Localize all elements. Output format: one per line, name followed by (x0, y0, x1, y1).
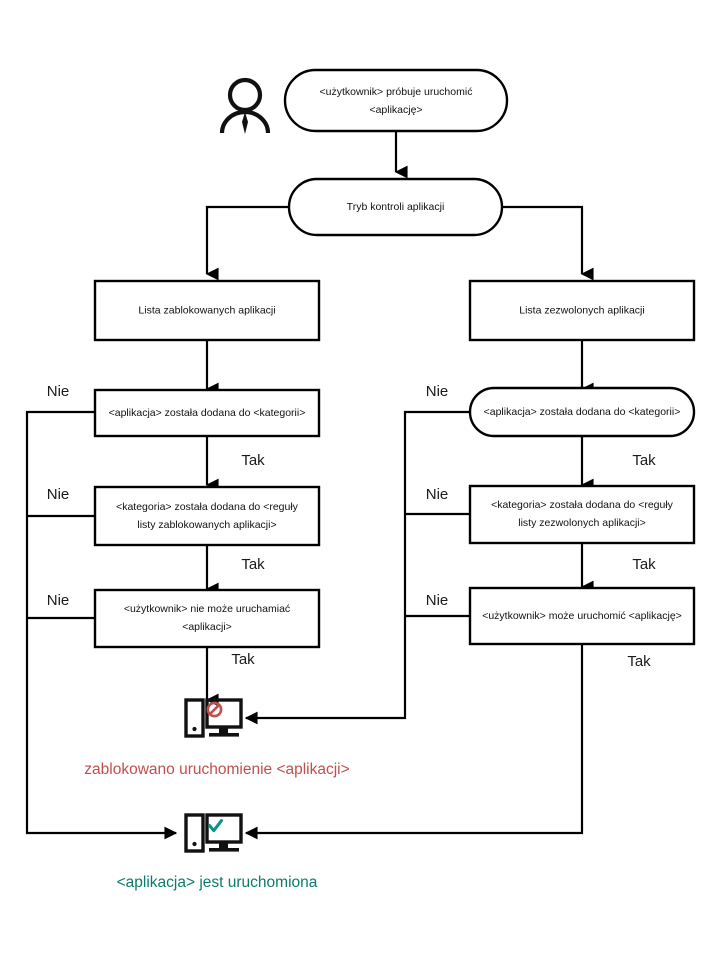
node-left-q2-line1: <kategoria> została dodana do <reguły (116, 501, 299, 513)
node-left-q2[interactable]: <kategoria> została dodana do <reguły li… (93, 485, 321, 547)
blocked-caption: zablokowano uruchomienie <aplikacji> (84, 761, 349, 778)
node-right-q1-label: <aplikacja> została dodana do <kategorii… (484, 406, 681, 418)
node-start-line1: <użytkownik> próbuje uruchomić (320, 86, 473, 98)
node-start-line2: <aplikację> (369, 104, 422, 116)
node-left-q1[interactable]: <aplikacja> została dodana do <kategorii… (93, 388, 321, 438)
node-denylist-label: Lista zablokowanych aplikacji (138, 304, 275, 316)
computer-blocked-icon (184, 698, 243, 738)
node-left-q3[interactable]: <użytkownik> nie może uruchamiać <aplika… (93, 588, 321, 649)
edge-label-right-no-2: Nie (426, 486, 449, 503)
edge-label-left-no-2: Nie (47, 486, 70, 503)
node-right-q2-line1: <kategoria> została dodana do <reguły (491, 499, 674, 511)
edge-label-left-yes-3: Tak (231, 651, 255, 668)
node-left-q3-line1: <użytkownik> nie może uruchamiać (124, 603, 290, 615)
edge-label-right-yes-3: Tak (627, 653, 651, 670)
node-right-q3[interactable]: <użytkownik> może uruchomić <aplikację> (468, 586, 696, 646)
node-left-q1-label: <aplikacja> została dodana do <kategorii… (109, 407, 306, 419)
node-allowlist-label: Lista zezwolonych aplikacji (519, 304, 644, 316)
node-right-q1[interactable]: <aplikacja> została dodana do <kategorii… (468, 386, 696, 438)
user-person-icon (219, 77, 271, 134)
node-right-q2[interactable]: <kategoria> została dodana do <reguły li… (468, 484, 696, 545)
edge-left-no-rail-to-started (25, 410, 178, 840)
computer-allowed-icon (184, 813, 243, 853)
started-caption: <aplikacja> jest uruchomiona (117, 874, 318, 891)
edge-label-left-yes-2: Tak (241, 556, 265, 573)
node-denylist[interactable]: Lista zablokowanych aplikacji (93, 279, 321, 342)
edge-label-left-no-1: Nie (47, 383, 70, 400)
node-control-mode[interactable]: Tryb kontroli aplikacji (287, 177, 504, 237)
node-left-q3-line2: <aplikacji> (182, 621, 232, 633)
edge-label-right-no-3: Nie (426, 592, 449, 609)
node-control-mode-label: Tryb kontroli aplikacji (347, 201, 445, 213)
edge-mode-to-denylist (205, 205, 289, 281)
edge-label-left-yes-1: Tak (241, 452, 265, 469)
edge-label-right-yes-2: Tak (632, 556, 656, 573)
node-right-q3-label: <użytkownik> może uruchomić <aplikację> (482, 610, 682, 622)
edge-mode-to-allowlist (502, 205, 594, 281)
edge-right-no-rail-to-blocked (244, 410, 470, 725)
edge-label-right-no-1: Nie (426, 383, 449, 400)
node-allowlist[interactable]: Lista zezwolonych aplikacji (468, 279, 696, 342)
node-start[interactable]: <użytkownik> próbuje uruchomić <aplikacj… (283, 68, 509, 133)
node-right-q2-line2: listy zezwolonych aplikacji> (518, 517, 646, 529)
edge-right-q3-yes-to-started (244, 644, 584, 840)
node-left-q2-line2: listy zablokowanych aplikacji> (137, 519, 276, 531)
edge-label-left-no-3: Nie (47, 592, 70, 609)
edge-label-right-yes-1: Tak (632, 452, 656, 469)
